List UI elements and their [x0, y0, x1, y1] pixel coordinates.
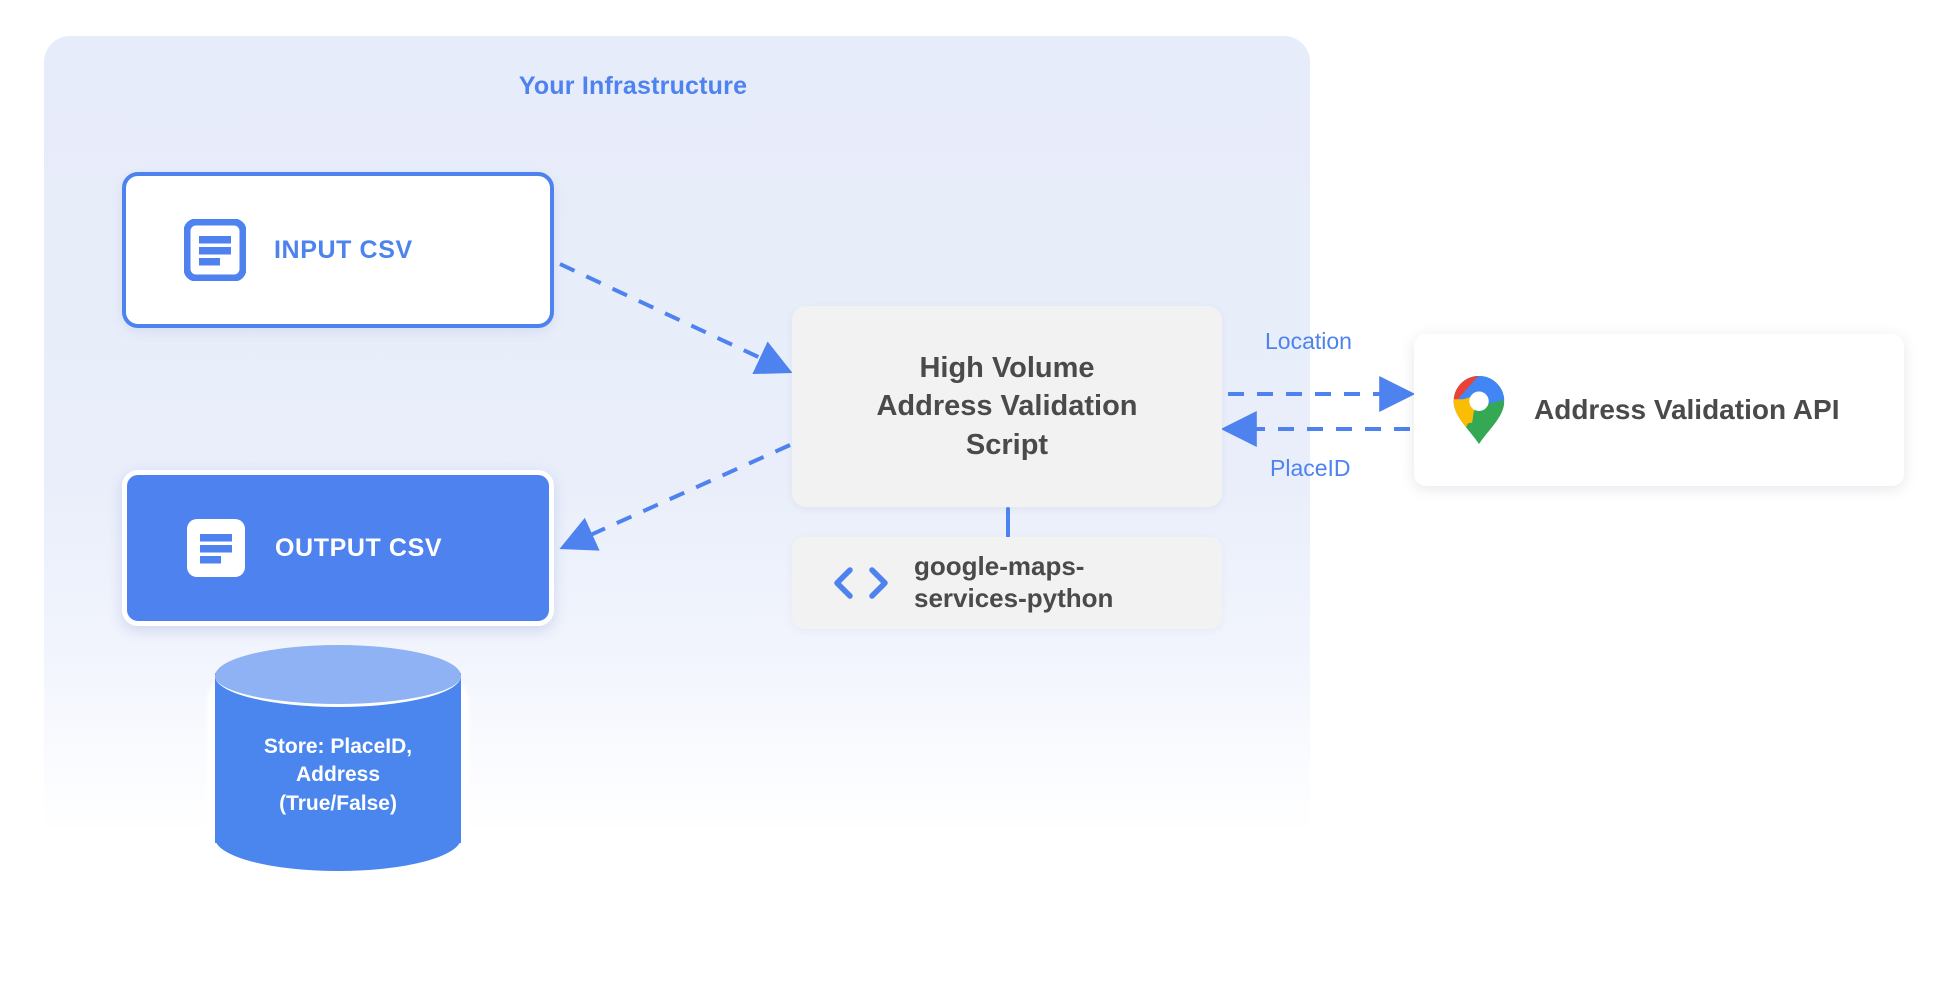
edge-label-placeid: PlaceID: [1270, 455, 1351, 481]
document-icon: [184, 219, 246, 281]
edge-script-to-library: [1006, 507, 1010, 539]
node-library-label: google-maps- services-python: [914, 551, 1114, 613]
document-icon: [187, 519, 245, 577]
datastore-top-ellipse: [215, 645, 461, 707]
node-library[interactable]: google-maps- services-python: [792, 537, 1222, 629]
node-datastore[interactable]: Store: PlaceID, Address (True/False): [207, 645, 469, 875]
node-input-csv[interactable]: INPUT CSV: [122, 172, 554, 328]
node-address-validation-api[interactable]: Address Validation API: [1414, 334, 1904, 486]
node-datastore-label: Store: PlaceID, Address (True/False): [263, 735, 413, 815]
node-address-validation-api-label: Address Validation API: [1534, 394, 1840, 425]
node-script[interactable]: High Volume Address Validation Script: [792, 306, 1222, 507]
node-script-label: High Volume Address Validation Script: [876, 351, 1138, 461]
google-maps-pin-icon: [1453, 375, 1505, 445]
node-output-csv-label: OUTPUT CSV: [275, 533, 443, 562]
code-brackets-icon: [834, 567, 888, 599]
node-output-csv[interactable]: OUTPUT CSV: [122, 470, 554, 626]
edge-label-location: Location: [1265, 328, 1352, 354]
infrastructure-title: Your Infrastructure: [518, 72, 748, 100]
node-input-csv-label: INPUT CSV: [274, 235, 413, 264]
